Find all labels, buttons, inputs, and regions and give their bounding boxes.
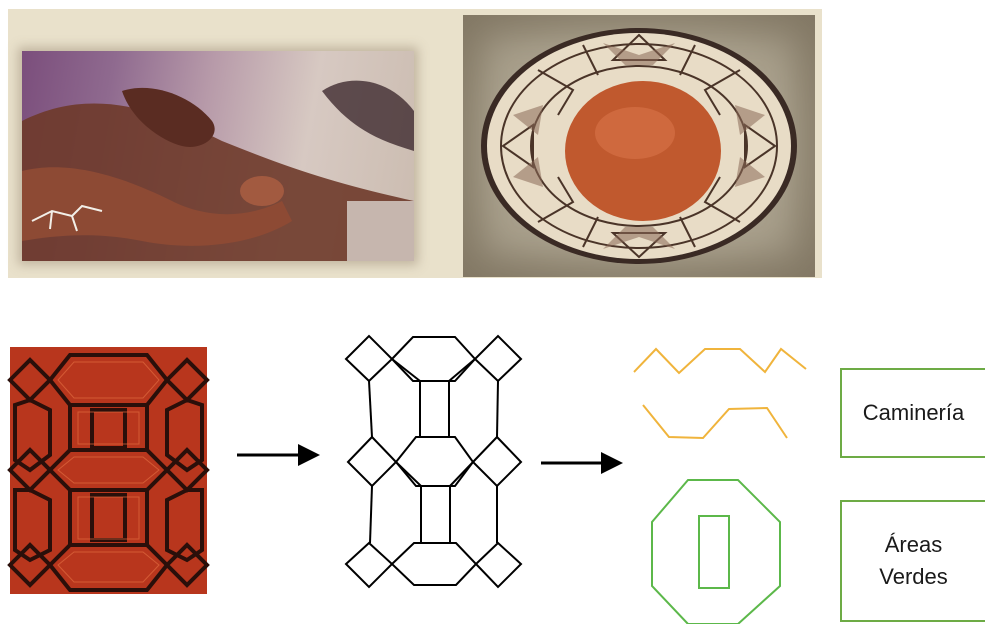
arrow-2 <box>541 452 623 474</box>
geometric-line-drawing <box>346 336 521 587</box>
green-areas-label-box: Áreas Verdes <box>840 500 985 622</box>
textile-photo <box>10 347 207 594</box>
green-areas-label-line1: Áreas <box>879 529 948 561</box>
path-label-box: Caminería <box>840 368 985 458</box>
path-lines <box>634 349 806 438</box>
green-area-shape <box>652 480 780 624</box>
arrow-1 <box>237 444 320 466</box>
path-label: Caminería <box>863 397 964 429</box>
green-areas-label-line2: Verdes <box>879 561 948 593</box>
green-areas-label: Áreas Verdes <box>879 529 948 593</box>
